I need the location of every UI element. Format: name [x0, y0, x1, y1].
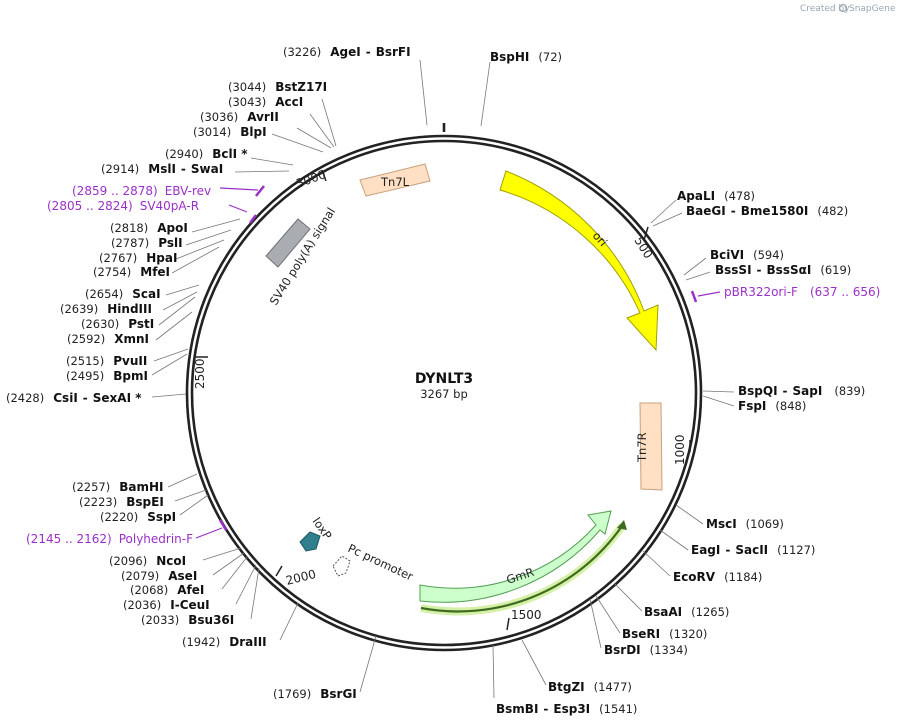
- site-bsu36i[interactable]: (2033)Bsu36I: [141, 613, 234, 627]
- backbone-inner: [190, 139, 698, 647]
- primer-polyhedrin-f[interactable]: (2145 .. 2162)Polyhedrin-F: [26, 519, 228, 546]
- site-ncoi[interactable]: (2096)NcoI: [109, 554, 186, 568]
- plasmid-name: DYNLT3: [415, 371, 473, 387]
- site-asei[interactable]: (2079)AseI: [121, 569, 197, 583]
- feature-loxp[interactable]: loxP: [299, 515, 335, 552]
- primer-ebv-rev[interactable]: (2859 .. 2878)EBV-rev: [72, 184, 265, 198]
- site-hindiii[interactable]: (2639)HindIII: [60, 302, 152, 316]
- feature-tn7l-label: Tn7L: [380, 175, 410, 189]
- snapgene-watermark: Created by SnapGene: [800, 3, 896, 14]
- svg-text:(2145 .. 2162)Polyhedrin-F: (2145 .. 2162)Polyhedrin-F: [26, 532, 193, 546]
- watermark-text: Created by: [800, 4, 850, 14]
- site-sspi[interactable]: (2220)SspI: [100, 510, 176, 524]
- site-bstz17i[interactable]: (3044)BstZ17I: [228, 80, 327, 94]
- tick-label-1000: 1000: [673, 434, 687, 465]
- right-leader-lines: [480, 61, 735, 699]
- tick-label-1500: 1500: [511, 608, 542, 622]
- site-bcli[interactable]: (2940)BclI *: [165, 147, 248, 161]
- site-xmni[interactable]: (2592)XmnI: [67, 332, 149, 346]
- site-bpmi[interactable]: (2495)BpmI: [66, 369, 148, 383]
- primer-sv40pa-r[interactable]: (2805 .. 2824)SV40pA-R: [47, 199, 257, 224]
- feature-tn7r[interactable]: Tn7R: [635, 402, 663, 491]
- tick-label-500: 500: [631, 234, 655, 261]
- site-msli[interactable]: (2914)MslI-SwaI: [101, 162, 223, 176]
- site-bsrgi[interactable]: (1769)BsrGI: [273, 687, 357, 701]
- site-bsphi[interactable]: BspHI(72): [490, 50, 562, 64]
- snapgene-logo-icon: [838, 3, 848, 13]
- feature-tn7l[interactable]: Tn7L: [359, 163, 431, 197]
- site-mfei[interactable]: (2754)MfeI: [93, 265, 170, 279]
- site-bcivi[interactable]: BciVI(594): [710, 248, 784, 262]
- site-psti[interactable]: (2630)PstI: [81, 317, 154, 331]
- feature-tn7r-label: Tn7R: [635, 432, 649, 463]
- site-acci[interactable]: (3043)AccI: [228, 95, 303, 109]
- site-bsmbi[interactable]: BsmBI-Esp3I(1541): [496, 702, 637, 716]
- site-baegi[interactable]: BaeGI-Bme1580I(482): [686, 204, 848, 218]
- left-leader-lines: [151, 59, 428, 693]
- tick-mark-3000: [321, 169, 327, 182]
- feature-pc-promoter[interactable]: Pc promoter: [332, 541, 416, 584]
- tick-label-2500: 2500: [193, 358, 207, 389]
- site-btgzi[interactable]: BtgZI(1477): [548, 680, 632, 694]
- site-pvuii[interactable]: (2515)PvuII: [66, 354, 147, 368]
- svg-text:pBR322ori-F(637 .. 656): pBR322ori-F(637 .. 656): [724, 285, 880, 299]
- gmr-orf-arrowhead: [617, 520, 627, 530]
- tick-label-2000: 2000: [284, 567, 317, 588]
- site-avrii[interactable]: (3036)AvrII: [200, 110, 279, 124]
- svg-text:(2805 .. 2824)SV40pA-R: (2805 .. 2824)SV40pA-R: [47, 199, 199, 213]
- tick-mark-500: [643, 226, 649, 241]
- site-bspqi[interactable]: BspQI-SapI(839): [738, 384, 865, 398]
- site-eagi[interactable]: EagI-SacII(1127): [691, 543, 815, 557]
- site-blpi[interactable]: (3014)BlpI: [193, 125, 267, 139]
- watermark-brand: SnapGene: [849, 4, 896, 14]
- site-i-ceui[interactable]: (2036)I-CeuI: [123, 598, 210, 612]
- site-psli[interactable]: (2787)PslI: [111, 236, 183, 250]
- site-hpai[interactable]: (2767)HpaI: [99, 251, 177, 265]
- site-msci[interactable]: MscI(1069): [706, 517, 784, 531]
- site-csii[interactable]: (2428)CsiI-SexAI *: [6, 391, 142, 405]
- site-draiii[interactable]: (1942)DraIII: [182, 635, 267, 649]
- site-agei[interactable]: (3226)AgeI-BsrFI: [283, 45, 411, 59]
- site-fspi[interactable]: FspI(848): [738, 399, 806, 413]
- feature-sv40-polya[interactable]: SV40 poly(A) signal: [265, 205, 338, 308]
- tick-mark-1500: [506, 617, 510, 631]
- site-bseri[interactable]: BseRI(1320): [622, 627, 707, 641]
- site-afei[interactable]: (2068)AfeI: [130, 583, 204, 597]
- primer-pbr322ori-f[interactable]: pBR322ori-F(637 .. 656): [690, 285, 880, 303]
- site-bamhi[interactable]: (2257)BamHI: [72, 480, 164, 494]
- site-bsssi[interactable]: BssSI-BssSαI(619): [715, 263, 851, 277]
- gmr-orf-arrow: [420, 525, 623, 613]
- site-bspei[interactable]: (2223)BspEI: [79, 495, 164, 509]
- site-apali[interactable]: ApaLI(478): [677, 189, 755, 203]
- site-scai[interactable]: (2654)ScaI: [85, 287, 161, 301]
- feature-pc-label: Pc promoter: [346, 541, 416, 584]
- site-bsaai[interactable]: BsaAI(1265): [644, 605, 729, 619]
- feature-gmr[interactable]: GmR: [419, 510, 612, 603]
- tick-mark-2000: [275, 565, 283, 577]
- site-bsrdi[interactable]: BsrDI(1334): [604, 643, 688, 657]
- plasmid-size: 3267 bp: [420, 387, 468, 401]
- site-apoi[interactable]: (2818)ApoI: [110, 221, 188, 235]
- backbone-outer: [185, 134, 703, 652]
- tick-label-3000: 3000: [294, 167, 327, 191]
- svg-text:(2859 .. 2878)EBV-rev: (2859 .. 2878)EBV-rev: [72, 184, 211, 198]
- site-ecorv[interactable]: EcoRV(1184): [673, 570, 762, 584]
- feature-ori[interactable]: ori: [499, 170, 659, 352]
